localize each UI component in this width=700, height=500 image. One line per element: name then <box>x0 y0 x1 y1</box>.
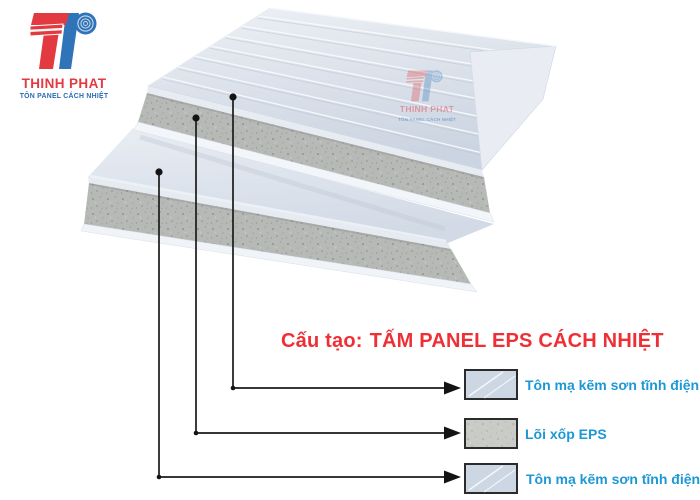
legend-label-bottom-sheet: Tôn mạ kẽm sơn tĩnh điện <box>526 471 700 487</box>
callout-anchor-dots <box>155 93 237 480</box>
watermark-brand: THINH PHAT <box>399 104 455 114</box>
upper-panel-edge-fold <box>147 86 484 177</box>
arrowhead-icon <box>444 470 461 484</box>
brand-logo: THINH PHAT TÔN PANEL CÁCH NHIỆT <box>14 8 114 108</box>
swatch-steel-sheet-bottom <box>464 463 518 494</box>
callout-arrowheads <box>444 381 461 484</box>
brand-logo-mark-icon <box>29 11 98 70</box>
arrowhead-icon <box>444 426 461 440</box>
upper-panel-end-lip <box>469 45 557 171</box>
upper-panel-eps-core <box>138 93 490 213</box>
legend-swatches <box>464 369 518 494</box>
lower-panel-edge-fold <box>88 177 451 249</box>
figure-title: Cấu tạo: TẤM PANEL EPS CÁCH NHIỆT <box>281 330 664 353</box>
swatch-eps-core <box>464 418 518 449</box>
lower-panel-eps-core <box>84 183 471 284</box>
lower-panel <box>80 128 494 293</box>
brand-tagline: TÔN PANEL CÁCH NHIỆT <box>19 93 109 100</box>
swatch-steel-sheet-top <box>464 369 518 400</box>
arrowhead-icon <box>444 381 461 395</box>
upper-panel <box>133 7 557 223</box>
watermark-tagline: TÔN PANEL CÁCH NHIỆT <box>397 118 457 123</box>
figure-title-prefix: Cấu tạo: <box>281 330 363 352</box>
legend-label-top-sheet: Tôn mạ kẽm sơn tĩnh điện <box>525 377 700 393</box>
figure-title-main: TẤM PANEL EPS CÁCH NHIỆT <box>369 330 664 352</box>
upper-panel-bottom-sheet <box>133 121 495 223</box>
lower-panel-bottom-sheet <box>80 223 478 293</box>
legend-label-eps-core: Lõi xốp EPS <box>525 426 607 442</box>
lower-panel-top-sheet <box>88 128 494 243</box>
brand-name: THINH PHAT <box>21 76 107 91</box>
